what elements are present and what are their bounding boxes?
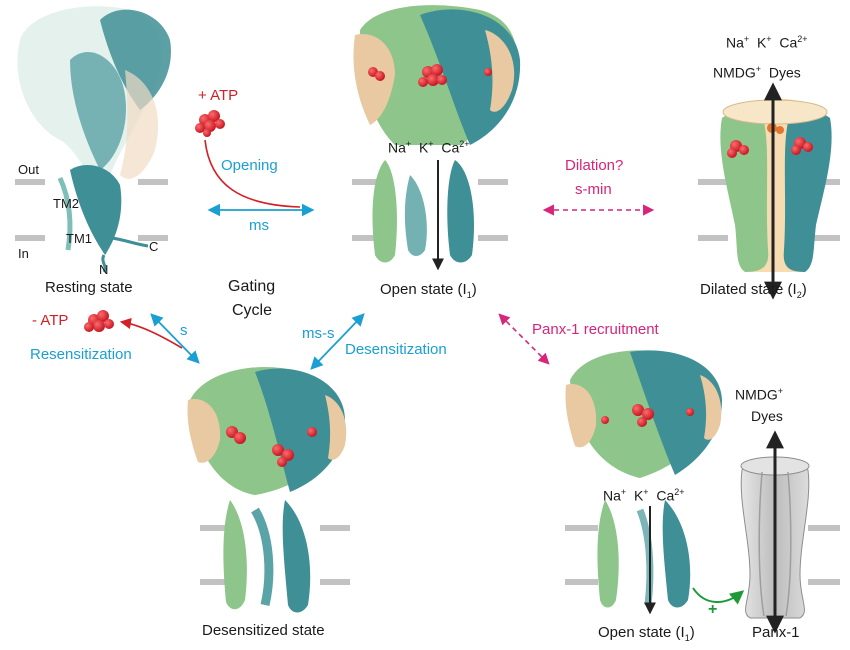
- panx-recruitment-label: Panx-1 recruitment: [532, 321, 659, 338]
- desensitization-label: Desensitization: [345, 341, 447, 358]
- resting-state-protein: [17, 6, 171, 273]
- resting-state-label: Resting state: [45, 279, 133, 296]
- panx-recruitment-arrow: [498, 313, 550, 365]
- c-terminus-label: C: [149, 239, 159, 254]
- tm2-label: TM2: [53, 196, 79, 211]
- panx1-label: Panx-1: [752, 624, 800, 641]
- dilated-channel: [720, 98, 832, 272]
- dilated-state-label: Dilated state (I2): [700, 281, 807, 300]
- desensitization-arrow: [310, 313, 365, 370]
- resensitization-label: Resensitization: [30, 346, 132, 363]
- n-terminus-label: N: [99, 262, 109, 277]
- atp-free-left: [84, 310, 114, 332]
- dilation-time-label: s-min: [575, 181, 612, 198]
- atp-molecules: [84, 64, 813, 467]
- gating-cycle-title-line1: Gating: [228, 278, 276, 295]
- desensitization-time-label: ms-s: [302, 325, 335, 342]
- resensitization-time-label: s: [180, 322, 188, 339]
- panx-activation-arrow: [692, 587, 745, 605]
- opening-arrow: [204, 139, 315, 217]
- opening-label: Opening: [221, 157, 278, 174]
- atp-add-label: + ATP: [198, 87, 239, 104]
- atp-desensitized-bound: [226, 426, 317, 467]
- panx-large-cation-label: NMDG+: [735, 386, 784, 403]
- open-state-ions: Na+ K+ Ca2+: [388, 139, 470, 156]
- desensitized-state-label: Desensitized state: [202, 622, 325, 639]
- opening-time-label: ms: [249, 217, 269, 234]
- open-state-protein: [353, 5, 521, 263]
- atp-panx-bound: [601, 404, 694, 427]
- tm1-label: TM1: [66, 231, 92, 246]
- open-state-label: Open state (I1): [380, 281, 477, 300]
- permeation-arrows: [432, 82, 784, 634]
- membrane-out-label: Out: [18, 162, 39, 177]
- panx-activation-plus: +: [708, 601, 718, 618]
- gating-cycle-title-line2: Cycle: [232, 302, 273, 319]
- dilated-state-ions: Na+ K+ Ca2+: [726, 34, 808, 51]
- membrane-in-label: In: [18, 246, 29, 261]
- atp-free-top: [195, 110, 225, 137]
- atp-open-bound: [368, 64, 492, 87]
- panx-open-state-label: Open state (I1): [598, 624, 695, 643]
- panx-dyes-label: Dyes: [751, 408, 783, 424]
- dilation-label: Dilation?: [565, 157, 624, 174]
- panx-open-state-protein: [565, 350, 722, 608]
- panx-open-state-ions: Na+ K+ Ca2+: [603, 487, 685, 504]
- desensitized-state-protein: [187, 367, 347, 613]
- atp-removal-label: - ATP: [32, 312, 69, 329]
- resensitization-arrow: [119, 313, 200, 364]
- dilated-state-large-cations: NMDG+ Dyes: [713, 64, 801, 81]
